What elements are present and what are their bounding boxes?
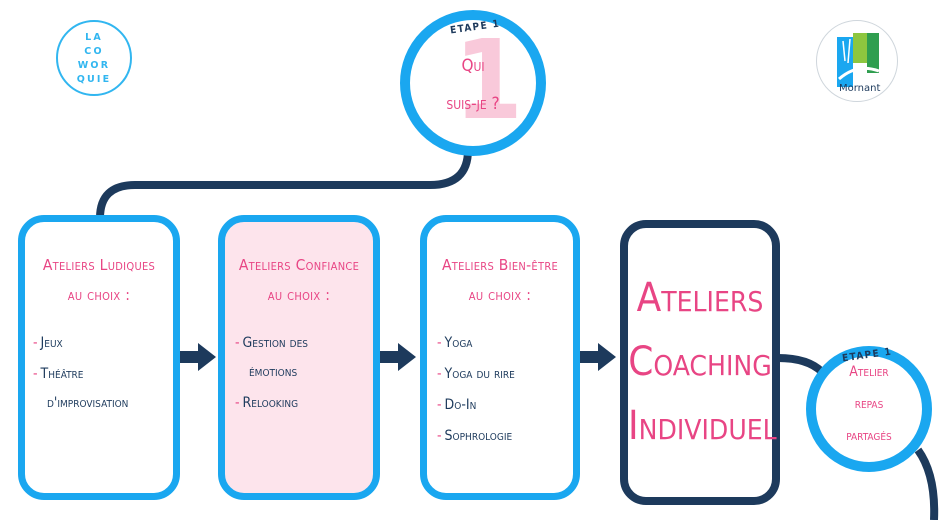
mornant-logo: Mornant	[816, 20, 898, 102]
mornant-logo-text: Mornant	[839, 83, 881, 94]
item-label: Yoga	[444, 335, 473, 351]
logo-line: QUIE	[76, 74, 112, 85]
item-label-cont: émotions	[249, 364, 298, 380]
step-final-line1: Atelier	[849, 364, 889, 380]
step-final-line3: partagés	[846, 428, 892, 444]
item-label: Théâtre	[40, 366, 84, 382]
box3-list: -Yoga -Yoga du rire -Do-In -Sophrologie	[437, 328, 573, 452]
step-final-circle: ETAPE 1 Atelier repas partagés	[806, 346, 932, 472]
step-final-line2: repas	[854, 396, 884, 412]
step1-number: 1	[454, 16, 523, 144]
arrow-icon	[578, 343, 616, 371]
box4-line3: Individuel	[628, 403, 777, 449]
box-ateliers-coaching: Ateliers Coaching Individuel	[620, 220, 780, 505]
item-label-cont: d'improvisation	[47, 395, 129, 411]
mornant-emblem-icon	[837, 33, 880, 87]
item-label: Jeux	[40, 335, 63, 351]
box4-line1: Ateliers	[636, 275, 764, 321]
item-label: Yoga du rire	[444, 366, 515, 382]
logo-line: CO	[84, 46, 104, 57]
box2-subtitle: au choix :	[267, 286, 331, 304]
list-item: -Yoga	[437, 335, 473, 351]
arrow-icon	[378, 343, 416, 371]
list-item: -Sophrologie	[437, 428, 513, 444]
box3-subtitle: au choix :	[468, 286, 532, 304]
box1-title: Ateliers Ludiques	[42, 256, 156, 274]
lacoworquie-logo: LA CO WOR QUIE	[56, 20, 132, 96]
item-label: Sophrologie	[444, 428, 513, 444]
item-label: Relooking	[242, 395, 299, 411]
step1-line1: Qui	[461, 56, 485, 76]
step1-circle: ETAPE 1 1 Qui suis-je ?	[400, 10, 546, 156]
connector-step1-to-box1	[96, 149, 472, 219]
list-item: -Jeux	[33, 335, 63, 351]
box3-title: Ateliers Bien-être	[441, 256, 559, 274]
box-ateliers-bien-etre: Ateliers Bien-être au choix : -Yoga -Yog…	[420, 215, 580, 500]
list-item: -Do-In	[437, 397, 477, 413]
connector-step-final-down	[914, 447, 939, 520]
item-label: Gestion des	[242, 335, 308, 351]
item-label: Do-In	[444, 397, 477, 413]
list-item: -Yoga du rire	[437, 366, 515, 382]
logo-line: WOR	[77, 60, 111, 71]
box-ateliers-confiance: Ateliers Confiance au choix : -Gestion d…	[218, 215, 380, 500]
box1-subtitle: au choix :	[67, 286, 131, 304]
box-ateliers-ludiques: Ateliers Ludiques au choix : -Jeux -Théâ…	[18, 215, 180, 500]
step-final-label: ETAPE 1	[841, 346, 893, 365]
list-item: -Relooking	[235, 395, 299, 411]
arrow-icon	[178, 343, 216, 371]
box4-line2: Coaching	[628, 339, 772, 385]
logo-line: LA	[85, 32, 103, 43]
box2-title: Ateliers Confiance	[238, 256, 360, 274]
step1-line2: suis-je ?	[446, 94, 500, 114]
